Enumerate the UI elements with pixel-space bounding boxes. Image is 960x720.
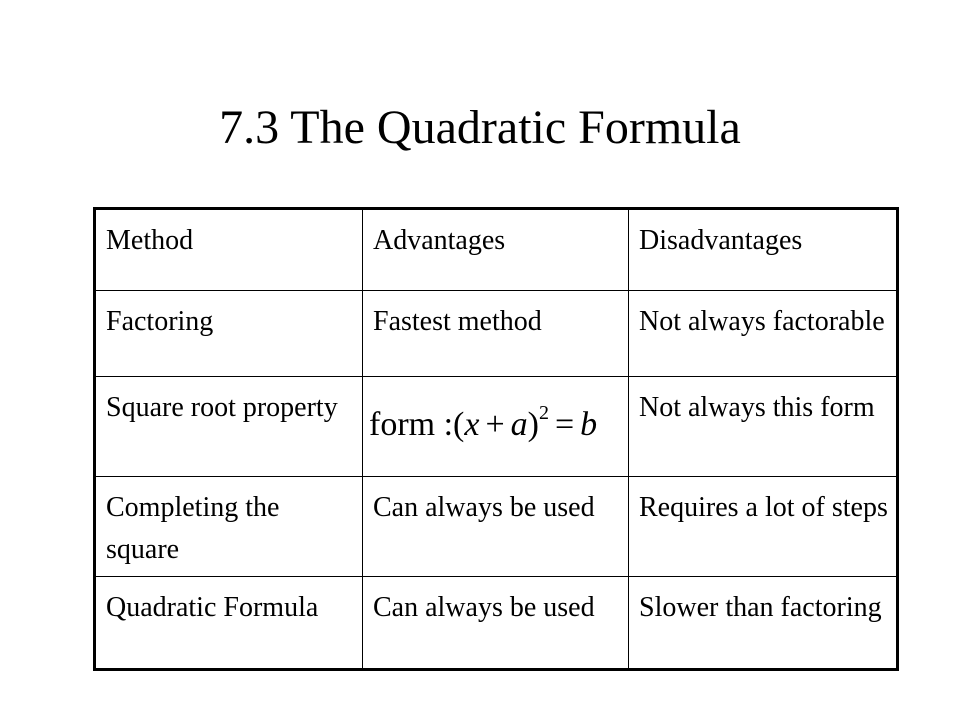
table-row: Factoring Fastest method Not always fact… [94, 290, 898, 377]
square-root-form-formula: form :(x+a)2=b [369, 403, 598, 443]
table-row: Square root property form :(x+a)2=b Not … [94, 376, 898, 477]
cell-method: Completing the square [94, 476, 363, 577]
table-header-row: Method Advantages Disadvantages [94, 208, 898, 291]
cell-advantages: Can always be used [362, 476, 629, 577]
formula-plus: + [485, 406, 505, 443]
formula-exponent: 2 [538, 402, 549, 424]
cell-disadvantages: Slower than factoring [628, 576, 898, 670]
header-advantages: Advantages [362, 208, 629, 291]
formula-var-b: b [580, 406, 598, 443]
cell-advantages-formula: form :(x+a)2=b [362, 376, 629, 477]
formula-var-a: a [510, 406, 528, 443]
methods-comparison-table: Method Advantages Disadvantages Factorin… [93, 207, 899, 671]
cell-disadvantages: Not always this form [628, 376, 898, 477]
slide-title: 7.3 The Quadratic Formula [219, 101, 741, 154]
cell-disadvantages: Not always factorable [628, 290, 898, 377]
cell-advantages: Can always be used [362, 576, 629, 670]
table-row: Completing the square Can always be used… [94, 476, 898, 577]
formula-close-paren: ) [527, 406, 539, 443]
cell-method: Square root property [94, 376, 363, 477]
formula-open-paren: ( [453, 406, 465, 443]
cell-method: Quadratic Formula [94, 576, 363, 670]
formula-var-x: x [464, 406, 480, 443]
header-method: Method [94, 208, 363, 291]
formula-equals: = [554, 406, 575, 443]
table-row: Quadratic Formula Can always be used Slo… [94, 576, 898, 670]
formula-prefix: form : [369, 406, 454, 443]
cell-disadvantages: Requires a lot of steps [628, 476, 898, 577]
cell-advantages: Fastest method [362, 290, 629, 377]
cell-method: Factoring [94, 290, 363, 377]
header-disadvantages: Disadvantages [628, 208, 898, 291]
